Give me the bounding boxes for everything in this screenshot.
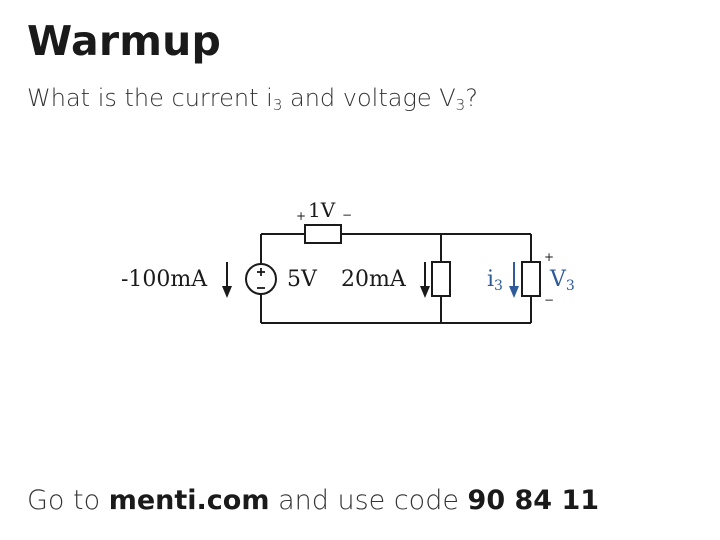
top-resistor-plus: + bbox=[296, 209, 306, 223]
slide-title: Warmup bbox=[27, 17, 222, 65]
branch-voltage-plus: + bbox=[544, 250, 554, 264]
middle-current-arrow-icon bbox=[420, 262, 430, 298]
footer-middle: and use code bbox=[269, 485, 468, 516]
middle-current-label: 20mA bbox=[341, 267, 407, 292]
branch-voltage-minus: − bbox=[544, 293, 554, 307]
left-current-arrow-icon bbox=[222, 262, 232, 298]
circuit-wires bbox=[260, 233, 532, 324]
question-suffix: ? bbox=[465, 84, 478, 112]
question-text: What is the current i3 and voltage V3? bbox=[27, 84, 478, 113]
footer-instruction: Go to menti.com and use code 90 84 11 bbox=[27, 485, 599, 516]
voltage-source-label: 5V bbox=[287, 267, 318, 292]
right-resistor bbox=[521, 261, 541, 297]
question-voltage-subscript: 3 bbox=[455, 96, 466, 114]
branch-current-arrow-icon bbox=[509, 262, 519, 298]
top-resistor bbox=[304, 224, 342, 244]
top-resistor-voltage-label: 1V bbox=[308, 198, 336, 222]
middle-resistor bbox=[431, 261, 451, 297]
voltage-source-icon bbox=[245, 263, 277, 295]
footer-code: 90 84 11 bbox=[467, 485, 600, 516]
question-middle: and voltage V bbox=[282, 84, 456, 112]
question-prefix: What is the current i bbox=[27, 84, 273, 112]
branch-voltage-label: V3 bbox=[549, 267, 575, 294]
top-resistor-minus: − bbox=[342, 208, 352, 222]
circuit-diagram: + 1V − -100mA 5V 20mA i3 + V3 − bbox=[121, 198, 575, 324]
footer-prefix: Go to bbox=[27, 485, 109, 516]
question-current-subscript: 3 bbox=[272, 96, 283, 114]
footer-site: menti.com bbox=[108, 485, 270, 516]
branch-current-label: i3 bbox=[487, 267, 503, 294]
left-current-label: -100mA bbox=[121, 267, 208, 292]
